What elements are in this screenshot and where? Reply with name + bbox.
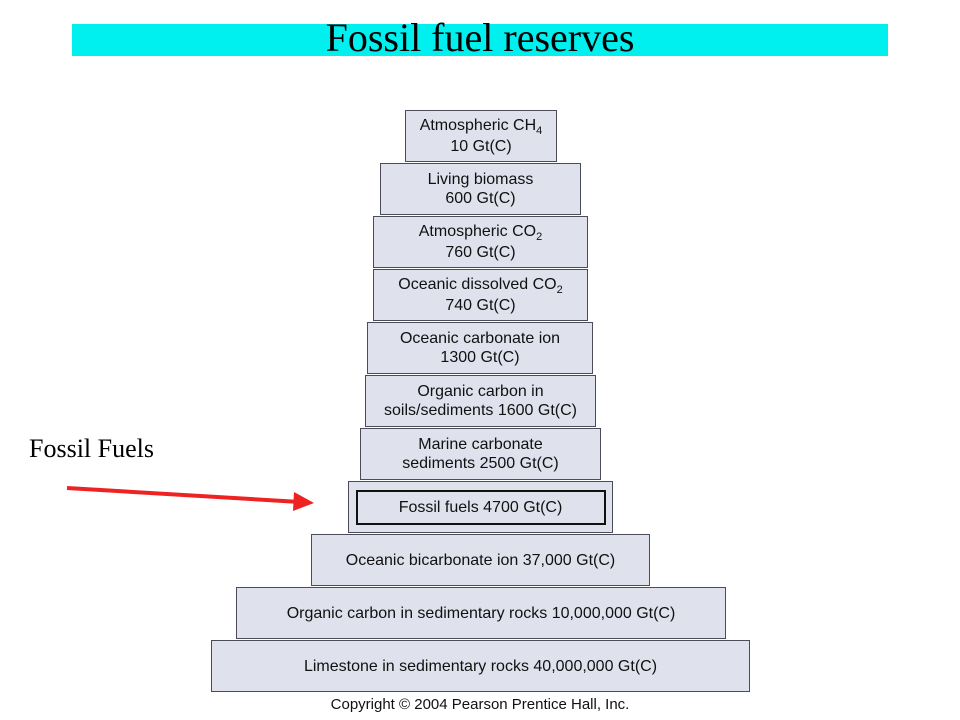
fossil-fuels-highlight-box: Fossil fuels 4700 Gt(C) <box>355 489 606 525</box>
subscript: 2 <box>556 284 563 296</box>
block-oceanic-dissolved-co2: Oceanic dissolved CO2 740 Gt(C) <box>373 269 588 321</box>
block-marine-carbonate: Marine carbonate sediments 2500 Gt(C) <box>360 428 601 480</box>
copyright-notice: Copyright © 2004 Pearson Prentice Hall, … <box>330 696 630 713</box>
block-line1: Marine carbonate <box>418 436 543 453</box>
block-line1: Oceanic bicarbonate ion 37,000 Gt(C) <box>345 551 616 569</box>
fossil-fuels-label: Fossil Fuels <box>29 434 154 463</box>
block-line1: Organic carbon in sedimentary rocks 10,0… <box>286 604 676 622</box>
block-line1: Oceanic carbonate ion <box>399 330 561 347</box>
block-line2: 740 Gt(C) <box>445 297 516 314</box>
block-limestone: Limestone in sedimentary rocks 40,000,00… <box>211 640 750 692</box>
subscript: 2 <box>536 231 543 243</box>
slide-title: Fossil fuel reserves <box>325 15 635 60</box>
block-line1: Living biomass <box>427 171 534 188</box>
block-line2: soils/sediments 1600 Gt(C) <box>384 402 577 419</box>
block-organic-carbon-sedimentary-rocks: Organic carbon in sedimentary rocks 10,0… <box>236 587 726 639</box>
block-line1: Limestone in sedimentary rocks 40,000,00… <box>303 657 658 675</box>
red-arrow-icon <box>66 486 314 511</box>
block-line2: 760 Gt(C) <box>445 244 516 261</box>
block-living-biomass: Living biomass 600 Gt(C) <box>380 163 581 215</box>
block-line1: Fossil fuels 4700 Gt(C) <box>398 498 563 516</box>
block-line2: 10 Gt(C) <box>450 138 512 155</box>
block-oceanic-bicarbonate-ion: Oceanic bicarbonate ion 37,000 Gt(C) <box>311 534 650 586</box>
block-line1: Atmospheric CO <box>418 223 537 240</box>
block-line2: 1300 Gt(C) <box>440 349 520 366</box>
block-line2: 600 Gt(C) <box>445 190 516 207</box>
block-fossil-fuels: Fossil fuels 4700 Gt(C) <box>348 481 613 533</box>
title-bar: Fossil fuel reserves <box>72 18 888 58</box>
block-line1: Organic carbon in <box>417 383 544 400</box>
block-organic-carbon-soils: Organic carbon in soils/sediments 1600 G… <box>365 375 596 427</box>
block-line1: Oceanic dissolved CO <box>398 276 557 293</box>
block-line1: Atmospheric CH <box>419 117 537 134</box>
block-oceanic-carbonate-ion: Oceanic carbonate ion 1300 Gt(C) <box>367 322 593 374</box>
subscript: 4 <box>536 125 543 137</box>
block-atmospheric-co2: Atmospheric CO2 760 Gt(C) <box>373 216 588 268</box>
block-atmospheric-ch4: Atmospheric CH4 10 Gt(C) <box>405 110 557 162</box>
block-line2: sediments 2500 Gt(C) <box>402 455 559 472</box>
